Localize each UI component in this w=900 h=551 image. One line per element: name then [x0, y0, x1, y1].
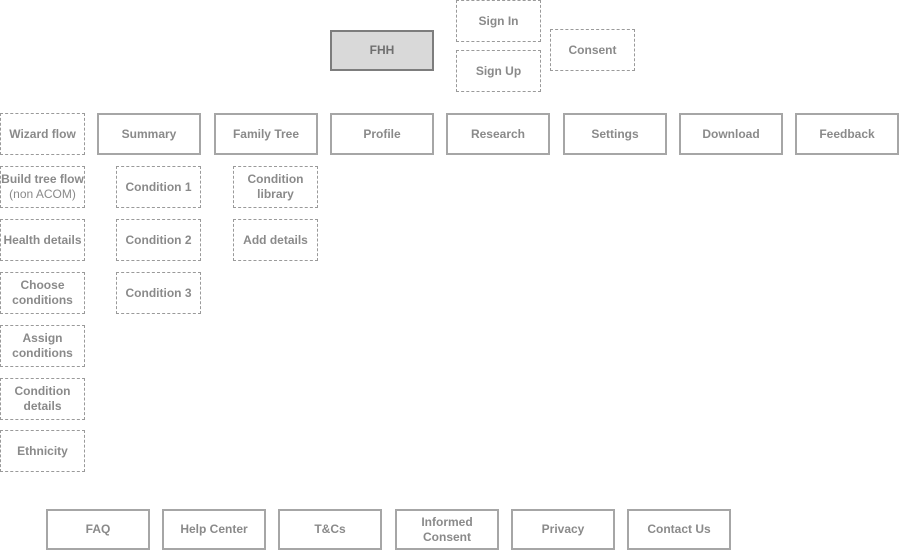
node-choose-conditions: Choose conditions: [0, 272, 85, 314]
node-build-tree-flow: Build tree flow (non ACOM): [0, 166, 85, 208]
node-add-details: Add details: [233, 219, 318, 261]
node-label: Privacy: [541, 522, 585, 536]
node-label: Feedback: [819, 126, 875, 141]
node-label: Consent: [568, 42, 617, 57]
node-condition-details: Condition details: [0, 378, 85, 420]
root-node-label: FHH: [369, 43, 395, 57]
node-profile: Profile: [330, 113, 434, 155]
node-label: Build tree flow: [1, 172, 84, 186]
node-label: Condition 2: [125, 232, 192, 247]
node-label: Condition: [14, 384, 71, 398]
node-label: Informed Consent: [421, 514, 473, 544]
node-label: Sign In: [478, 13, 519, 28]
footer-privacy: Privacy: [511, 509, 615, 550]
node-label: Condition 3: [125, 285, 192, 300]
node-label: Sign Up: [475, 63, 522, 78]
node-label: Contact Us: [647, 522, 711, 536]
footer-contact-us: Contact Us: [627, 509, 731, 550]
node-label: Settings: [591, 126, 639, 141]
node-condition-2: Condition 2: [116, 219, 201, 261]
node-consent: Consent: [550, 29, 635, 71]
node-label: Profile: [363, 126, 401, 141]
node-label: Condition: [247, 172, 304, 186]
node-label: FAQ: [85, 522, 111, 536]
node-label: library: [257, 187, 294, 201]
node-download: Download: [679, 113, 783, 155]
node-condition-3: Condition 3: [116, 272, 201, 314]
root-node-fhh: FHH: [330, 30, 434, 71]
node-label: T&Cs: [314, 522, 346, 536]
node-label: Research: [470, 126, 526, 141]
node-note: (non ACOM): [9, 187, 76, 201]
node-label: conditions: [12, 346, 73, 360]
node-label: Health details: [3, 232, 82, 247]
node-sign-up: Sign Up: [456, 50, 541, 92]
node-label: Summary: [121, 126, 177, 141]
node-label: Add details: [243, 232, 308, 247]
footer-informed-consent: Informed Consent: [395, 509, 499, 550]
node-label: details: [23, 399, 62, 413]
node-label: Wizard flow: [9, 126, 76, 141]
node-wizard-flow: Wizard flow: [0, 113, 85, 155]
node-label: Download: [702, 126, 760, 141]
node-condition-library: Condition library: [233, 166, 318, 208]
node-label: Choose: [20, 278, 65, 292]
node-condition-1: Condition 1: [116, 166, 201, 208]
node-label: Help Center: [180, 522, 248, 536]
footer-faq: FAQ: [46, 509, 150, 550]
node-settings: Settings: [563, 113, 667, 155]
node-ethnicity: Ethnicity: [0, 430, 85, 472]
node-summary: Summary: [97, 113, 201, 155]
node-research: Research: [446, 113, 550, 155]
node-label: conditions: [12, 293, 73, 307]
node-label: Condition 1: [125, 179, 192, 194]
node-assign-conditions: Assign conditions: [0, 325, 85, 367]
node-label: Ethnicity: [17, 443, 68, 458]
node-sign-in: Sign In: [456, 0, 541, 42]
node-feedback: Feedback: [795, 113, 899, 155]
footer-tcs: T&Cs: [278, 509, 382, 550]
node-label: Family Tree: [232, 126, 300, 141]
node-family-tree: Family Tree: [214, 113, 318, 155]
node-label: Assign: [22, 331, 63, 345]
footer-help-center: Help Center: [162, 509, 266, 550]
node-health-details: Health details: [0, 219, 85, 261]
